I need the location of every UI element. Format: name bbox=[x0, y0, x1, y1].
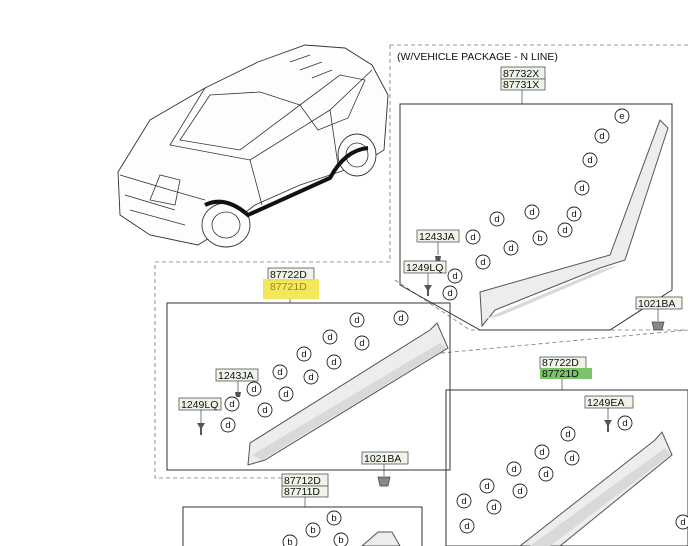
left-clip-label: 1243JA bbox=[218, 370, 254, 382]
screw-icon bbox=[424, 285, 432, 296]
svg-text:d: d bbox=[543, 469, 548, 480]
svg-text:d: d bbox=[354, 315, 359, 326]
svg-text:d: d bbox=[599, 131, 604, 142]
nline-screw-label: 1249LQ bbox=[406, 262, 443, 274]
part-number-87721d-right-highlighted: 87721D bbox=[542, 368, 579, 380]
svg-text:d: d bbox=[494, 214, 499, 225]
svg-text:d: d bbox=[569, 453, 574, 464]
svg-text:d: d bbox=[398, 313, 403, 324]
svg-text:b: b bbox=[338, 535, 343, 546]
svg-text:d: d bbox=[511, 464, 516, 475]
svg-text:d: d bbox=[484, 481, 489, 492]
push-fastener-icon bbox=[377, 476, 391, 487]
svg-text:d: d bbox=[508, 243, 513, 254]
svg-text:d: d bbox=[447, 288, 452, 299]
right-molding-panel: 87722D 87721D 1249EA d d d d d d d d d d… bbox=[445, 356, 688, 546]
fastener-right-label: 1021BA bbox=[638, 298, 675, 310]
left-screw-label: 1249LQ bbox=[181, 399, 218, 411]
fastener-right: 1021BA bbox=[635, 296, 683, 331]
left-callouts: d d d d d d d d d d d d d bbox=[220, 310, 409, 433]
right-screw-label: 1249EA bbox=[587, 397, 624, 409]
nline-panel: (W/VEHICLE PACKAGE - N LINE) 87732X 8773… bbox=[154, 44, 688, 479]
svg-text:d: d bbox=[491, 502, 496, 513]
svg-text:b: b bbox=[287, 537, 292, 546]
fastener-mid: 1021BA bbox=[361, 451, 409, 487]
fastener-mid-label: 1021BA bbox=[364, 453, 401, 465]
left-molding-panel: 87722D 87721D 1243JA 1249LQ d d d d d d … bbox=[166, 267, 451, 471]
svg-text:e: e bbox=[619, 111, 624, 122]
svg-text:d: d bbox=[470, 232, 475, 243]
nline-side-molding bbox=[479, 119, 669, 328]
part-number-87732x: 87732X bbox=[503, 68, 539, 80]
part-number-87712d: 87712D bbox=[284, 475, 321, 487]
part-number-87711d: 87711D bbox=[284, 486, 320, 498]
svg-text:d: d bbox=[359, 338, 364, 349]
part-number-87731x: 87731X bbox=[503, 79, 539, 91]
svg-text:d: d bbox=[251, 384, 256, 395]
svg-text:d: d bbox=[301, 349, 306, 360]
svg-text:d: d bbox=[461, 496, 466, 507]
screw-icon bbox=[604, 420, 612, 432]
svg-text:d: d bbox=[327, 332, 332, 343]
part-number-87721d-highlighted: 87721D bbox=[270, 281, 307, 293]
svg-text:d: d bbox=[565, 429, 570, 440]
svg-text:d: d bbox=[587, 155, 592, 166]
svg-text:d: d bbox=[262, 405, 267, 416]
svg-text:d: d bbox=[283, 389, 288, 400]
svg-text:b: b bbox=[331, 513, 336, 524]
svg-text:d: d bbox=[562, 225, 567, 236]
right-callouts: d d d d d d d d d d d d bbox=[456, 415, 688, 534]
svg-text:d: d bbox=[229, 399, 234, 410]
svg-text:d: d bbox=[225, 420, 230, 431]
svg-text:d: d bbox=[480, 257, 485, 268]
svg-text:b: b bbox=[310, 525, 315, 536]
rear-molding bbox=[361, 531, 401, 546]
package-header: (W/VEHICLE PACKAGE - N LINE) bbox=[397, 51, 558, 63]
svg-text:d: d bbox=[579, 183, 584, 194]
vehicle-illustration bbox=[117, 44, 389, 248]
svg-text:d: d bbox=[277, 367, 282, 378]
tag-bg bbox=[500, 78, 546, 91]
svg-text:d: d bbox=[308, 372, 313, 383]
bottom-panel: 87712D 87711D b b b b bbox=[182, 473, 423, 546]
highlight-yellow bbox=[263, 279, 319, 299]
clip-icon bbox=[435, 256, 441, 262]
svg-text:d: d bbox=[331, 357, 336, 368]
svg-text:d: d bbox=[452, 271, 457, 282]
svg-text:b: b bbox=[537, 233, 542, 244]
svg-text:d: d bbox=[517, 486, 522, 497]
part-number-87722d: 87722D bbox=[270, 269, 307, 281]
side-sill-molding-right bbox=[519, 431, 673, 546]
svg-text:d: d bbox=[529, 207, 534, 218]
nline-callouts: e d d d d d d d b d d d d d bbox=[442, 108, 630, 301]
bottom-callouts: b b b b bbox=[282, 510, 349, 546]
push-fastener-icon bbox=[651, 321, 665, 331]
highlight-green bbox=[540, 368, 592, 379]
svg-text:d: d bbox=[571, 209, 576, 220]
clip-icon bbox=[235, 392, 241, 397]
svg-text:d: d bbox=[680, 517, 685, 528]
screw-icon bbox=[197, 423, 205, 435]
svg-text:d: d bbox=[539, 447, 544, 458]
nline-clip-label: 1243JA bbox=[419, 231, 455, 243]
svg-text:d: d bbox=[622, 418, 627, 429]
svg-text:d: d bbox=[464, 521, 469, 532]
part-number-87722d-right: 87722D bbox=[542, 357, 579, 369]
